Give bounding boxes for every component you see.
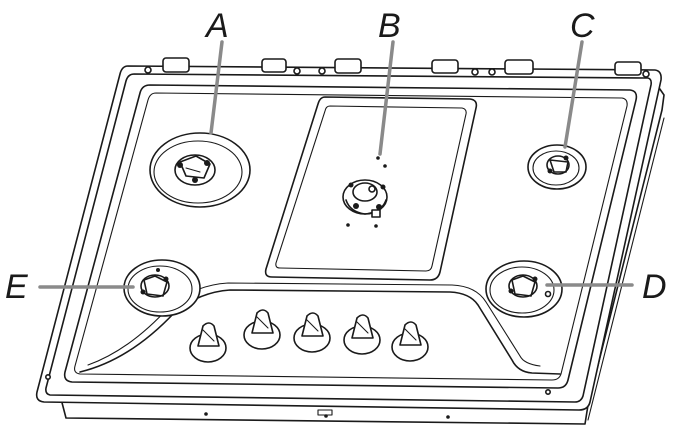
burner-b — [342, 156, 388, 228]
cooktop-frame — [35, 65, 662, 411]
center-panel — [264, 96, 478, 281]
burner-e — [123, 259, 201, 317]
rear-hinges — [144, 57, 650, 78]
leader-b — [378, 40, 395, 156]
burner-d — [485, 260, 563, 318]
burner-a — [149, 132, 251, 208]
knob-3 — [293, 312, 331, 353]
label-e: E — [5, 268, 28, 306]
knob-5 — [391, 321, 429, 362]
label-b: B — [378, 7, 401, 45]
leader-a — [209, 40, 224, 135]
control-knobs — [189, 309, 429, 363]
label-d: D — [642, 268, 667, 306]
control-panel — [79, 282, 561, 375]
leader-c — [563, 40, 584, 149]
frame-screws — [44, 373, 551, 395]
callout-labels: A B C D E — [5, 7, 667, 306]
label-a: A — [204, 7, 229, 45]
knob-4 — [343, 314, 381, 355]
knob-1 — [189, 322, 227, 363]
burner-c — [527, 144, 587, 190]
label-c: C — [570, 7, 595, 45]
knob-2 — [243, 309, 281, 350]
leader-lines — [38, 40, 634, 289]
